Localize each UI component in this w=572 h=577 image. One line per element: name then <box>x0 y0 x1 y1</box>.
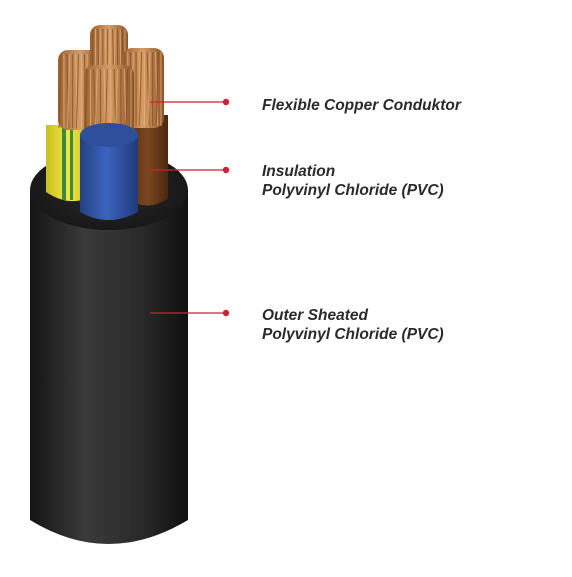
label-conductor-line1: Flexible Copper Conduktor <box>262 97 461 114</box>
label-sheath-line1: Outer Sheated <box>262 307 368 324</box>
copper-strand <box>84 68 88 139</box>
copper-strand <box>154 51 158 127</box>
copper-strand <box>146 51 150 127</box>
copper-strand <box>76 53 80 129</box>
blue-insulation <box>80 123 138 220</box>
label-insulation: Insulation Polyvinyl Chloride (PVC) <box>262 162 444 200</box>
copper-strand <box>155 51 159 127</box>
copper-conductor <box>58 25 164 140</box>
leader-sheath <box>150 309 230 317</box>
copper-strand <box>138 51 142 127</box>
copper-strand <box>58 53 62 129</box>
label-insulation-line2: Polyvinyl Chloride (PVC) <box>262 182 444 199</box>
leader-insulation <box>150 166 230 174</box>
label-conductor: Flexible Copper Conduktor <box>262 96 461 115</box>
label-sheath-line2: Polyvinyl Chloride (PVC) <box>262 326 444 343</box>
label-sheath: Outer Sheated Polyvinyl Chloride (PVC) <box>262 306 444 344</box>
label-insulation-line1: Insulation <box>262 163 336 180</box>
copper-strand <box>147 51 151 127</box>
copper-strand <box>67 53 71 129</box>
leader-conductor <box>150 98 230 106</box>
copper-strand <box>139 51 143 127</box>
